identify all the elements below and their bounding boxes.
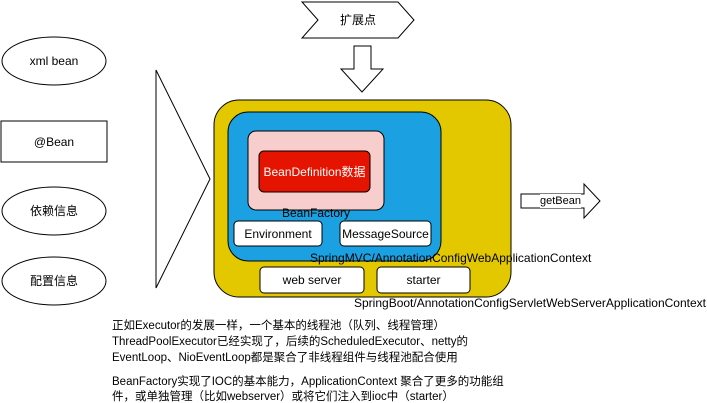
xml-bean-ellipse bbox=[1, 36, 107, 86]
springmvc-context-label: SpringMVC/AnnotationConfigWebApplication… bbox=[310, 251, 592, 265]
bean-factory-label: BeanFactory bbox=[281, 206, 351, 220]
config-info-ellipse bbox=[1, 256, 107, 306]
starter-box bbox=[376, 266, 471, 294]
xml-bean-label: xml bean bbox=[29, 54, 79, 68]
message-source-box bbox=[339, 220, 432, 247]
springboot-context-label: SpringBoot/AnnotationConfigServletWebSer… bbox=[354, 296, 706, 310]
down-arrow bbox=[339, 45, 385, 93]
message-source-label: MessageSource bbox=[342, 226, 429, 241]
at-bean-box bbox=[0, 120, 108, 163]
at-bean-label: @Bean bbox=[33, 134, 75, 149]
extension-point-shape bbox=[300, 1, 415, 39]
dependency-info-label: 依赖信息 bbox=[29, 204, 78, 218]
bean-definition-box bbox=[258, 150, 371, 193]
starter-label: starter bbox=[406, 273, 441, 287]
note-line-4: BeanFactory实现了IOC的基本能力，ApplicationContex… bbox=[112, 376, 504, 388]
note-line-1: 正如Executor的发展一样，一个基本的线程池（队列、线程管理） bbox=[112, 320, 445, 332]
environment-box bbox=[233, 220, 323, 247]
note-line-2: ThreadPoolExecutor已经实现了，后续的ScheduledExec… bbox=[112, 336, 468, 348]
big-right-arrow bbox=[155, 69, 211, 289]
web-server-label: web server bbox=[282, 273, 342, 287]
note-line-3: EventLoop、NioEventLoop都是聚合了非线程组件与线程池配合使用 bbox=[112, 352, 458, 364]
web-server-box bbox=[259, 266, 365, 294]
extension-point-label: 扩展点 bbox=[339, 13, 376, 27]
environment-label: Environment bbox=[244, 226, 312, 241]
config-info-label: 配置信息 bbox=[29, 274, 78, 288]
note-line-5: 件，或单独管理（比如webserver）或将它们注入到ioc中（starter） bbox=[112, 391, 454, 403]
dependency-info-ellipse bbox=[1, 186, 107, 236]
get-bean-label: getBean bbox=[540, 194, 581, 208]
bean-definition-label: BeanDefinition数据 bbox=[263, 164, 366, 179]
